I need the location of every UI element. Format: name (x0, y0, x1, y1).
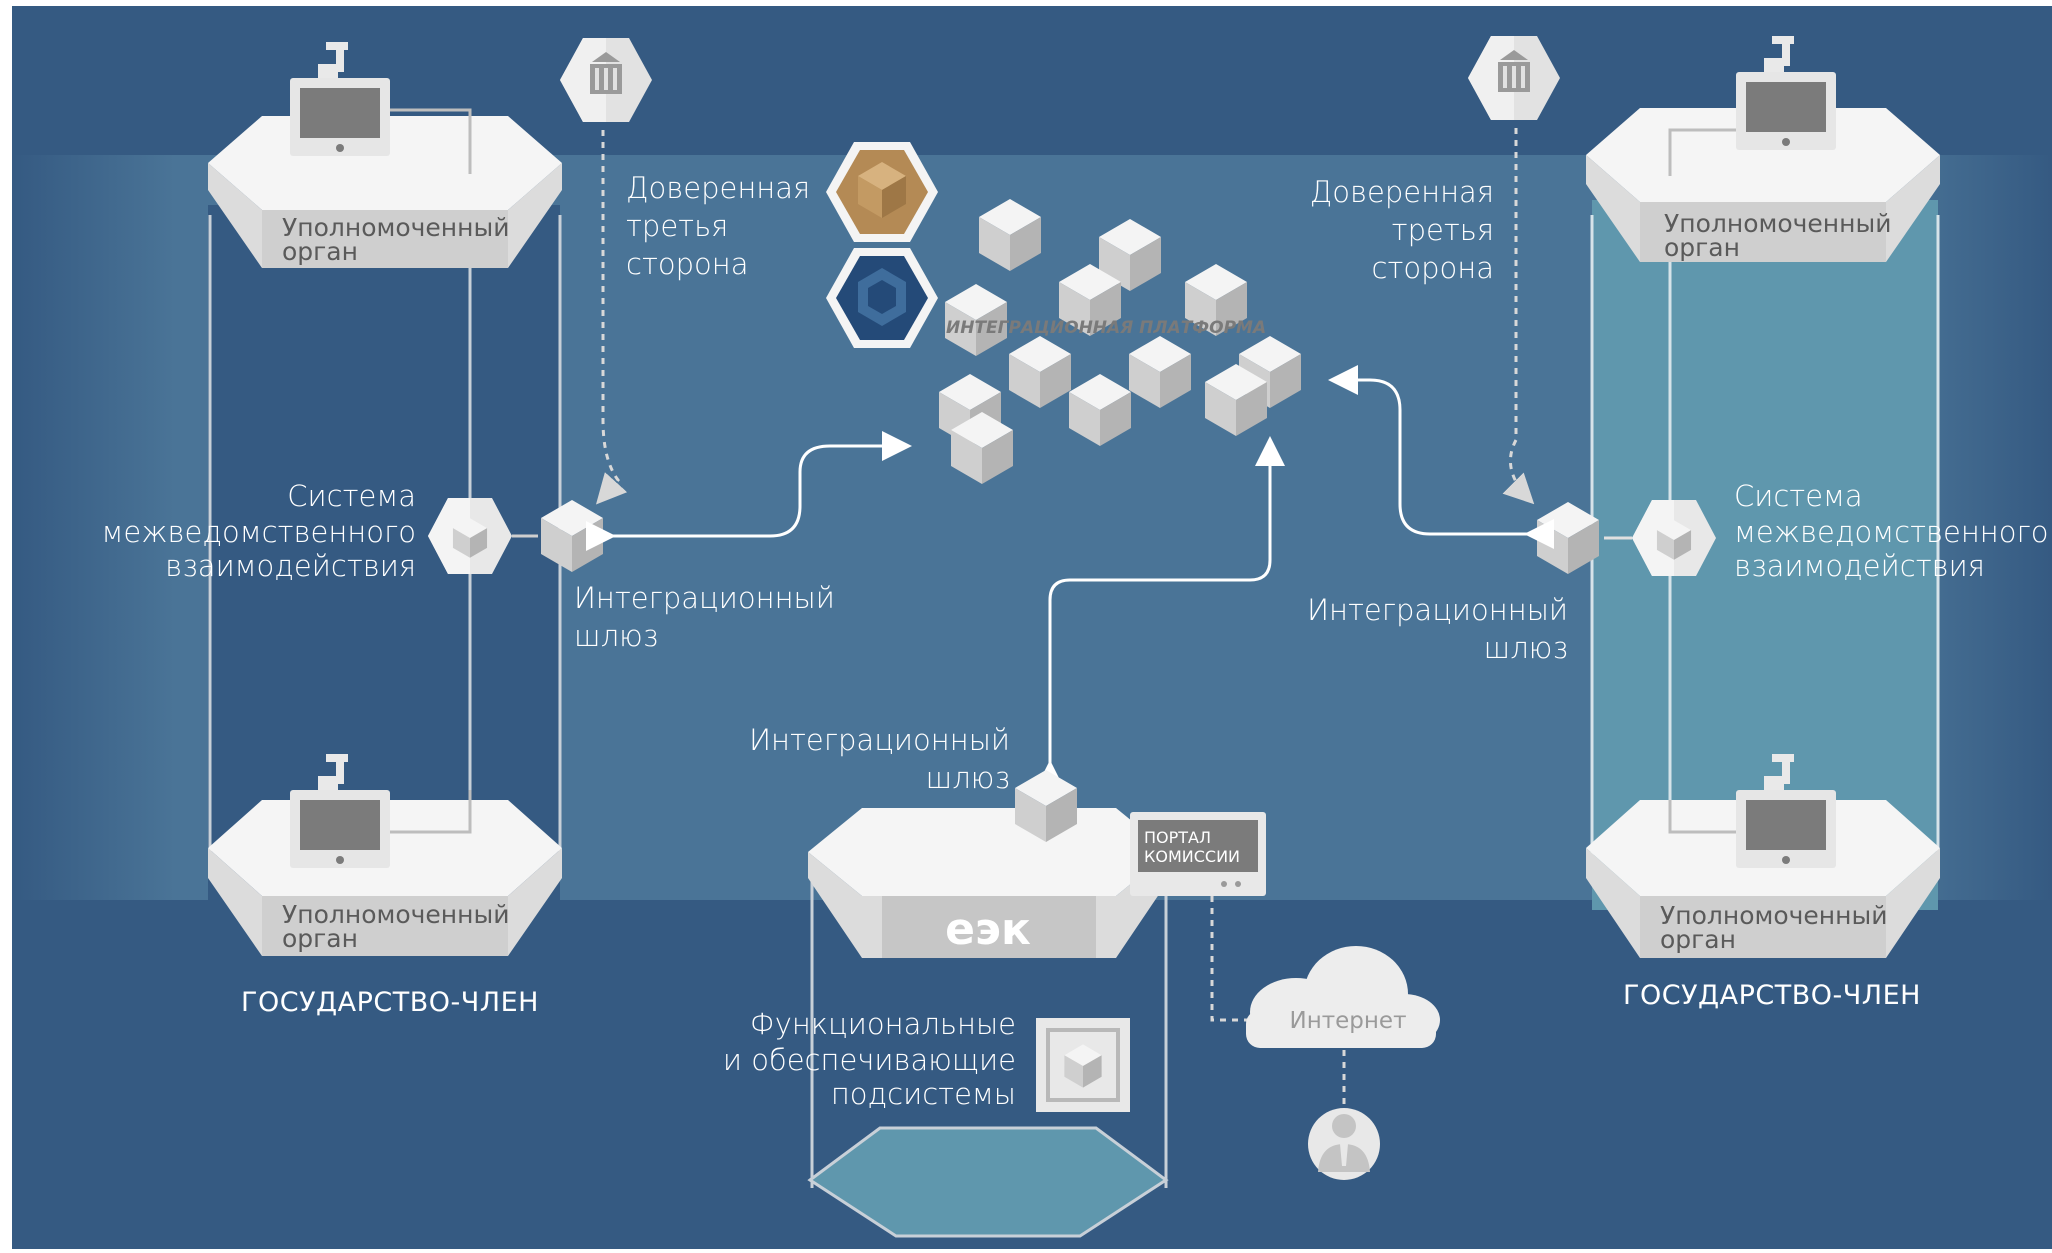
left-trusted-party-line3: сторона (626, 247, 749, 281)
left-gateway-arrow (586, 431, 912, 551)
right-top-authority-line1: Уполномоченный (1664, 209, 1891, 238)
left-bottom-authority-platform: Уполномоченный орган (208, 754, 562, 956)
commission-gateway-line2: шлюз (926, 761, 1010, 795)
right-gateway-line2: шлюз (1484, 631, 1568, 665)
subsystems-line3: подсистемы (831, 1077, 1016, 1111)
right-top-authority-line2: орган (1664, 233, 1740, 262)
left-top-authority-platform: Уполномоченный орган (208, 42, 562, 268)
subsystems-icon (1036, 1018, 1130, 1112)
left-trusted-party-line1: Доверенная (626, 171, 810, 205)
right-trusted-party-line1: Доверенная (1310, 175, 1494, 209)
left-state: Уполномоченный орган Уполномоченный орга… (102, 38, 835, 1018)
left-gateway-line2: шлюз (574, 619, 658, 653)
subsystems-line1: Функциональные (750, 1007, 1016, 1041)
portal-line1: ПОРТАЛ (1144, 828, 1211, 847)
portal-line2: КОМИССИИ (1144, 847, 1240, 866)
right-interdept-line1: Система (1734, 479, 1863, 513)
right-bottom-authority-line2: орган (1660, 925, 1736, 954)
internet-cloud-icon (1246, 946, 1440, 1048)
left-bottom-authority-line2: орган (282, 924, 358, 953)
subsystems-line2: и обеспечивающие (723, 1043, 1016, 1077)
right-interdept-line3: взаимодействия (1734, 549, 1985, 583)
right-state: Уполномоченный орган Уполномоченный орга… (1307, 36, 2049, 1011)
left-gateway-line1: Интеграционный (574, 581, 835, 615)
right-interdept-system-icon (1632, 500, 1716, 576)
commission-block: Интеграционный шлюз еэк ПОРТАЛ КОМИССИИ … (723, 723, 1440, 1238)
right-state-caption: ГОСУДАРСТВО-ЧЛЕН (1623, 980, 1921, 1011)
right-interdept-line2: межведомственного (1734, 515, 2049, 549)
left-interdept-line3: взаимодействия (165, 549, 416, 583)
commission-name: еэк (945, 904, 1031, 955)
left-interdept-line1: Система (287, 479, 416, 513)
right-top-authority-platform: Уполномоченный орган (1586, 36, 1940, 262)
platform-label: ИНТЕГРАЦИОННАЯ ПЛАТФОРМА (946, 318, 1266, 338)
right-trusted-party-line3: сторона (1372, 251, 1495, 285)
left-bottom-authority-line1: Уполномоченный (282, 900, 509, 929)
right-gateway-line1: Интеграционный (1307, 593, 1568, 627)
right-gateway-arrow (1328, 365, 1554, 549)
commission-gateway-arrow (1035, 436, 1285, 790)
user-avatar-icon (1308, 1108, 1380, 1180)
internet-label: Интернет (1290, 1008, 1407, 1034)
left-interdept-system-icon (428, 498, 512, 574)
left-top-authority-line2: орган (282, 237, 358, 266)
left-top-authority-line1: Уполномоченный (282, 213, 509, 242)
left-state-caption: ГОСУДАРСТВО-ЧЛЕН (241, 987, 539, 1018)
commission-base (807, 1126, 1169, 1238)
commission-portal: ПОРТАЛ КОМИССИИ (1130, 812, 1266, 896)
left-interdept-line2: межведомственного (102, 515, 417, 549)
navy-cube-icon (826, 248, 938, 348)
commission-gateway-line1: Интеграционный (749, 723, 1010, 757)
integration-platform: ИНТЕГРАЦИОННАЯ ПЛАТФОРМА (826, 142, 1301, 484)
left-trusted-party-line2: третья (626, 209, 728, 243)
right-bottom-authority-platform: Уполномоченный орган (1586, 754, 1940, 958)
right-trusted-party-line2: третья (1392, 213, 1494, 247)
gold-cube-icon (826, 142, 938, 242)
right-bottom-authority-line1: Уполномоченный (1660, 901, 1887, 930)
portal-internet-link (1210, 896, 1252, 1022)
